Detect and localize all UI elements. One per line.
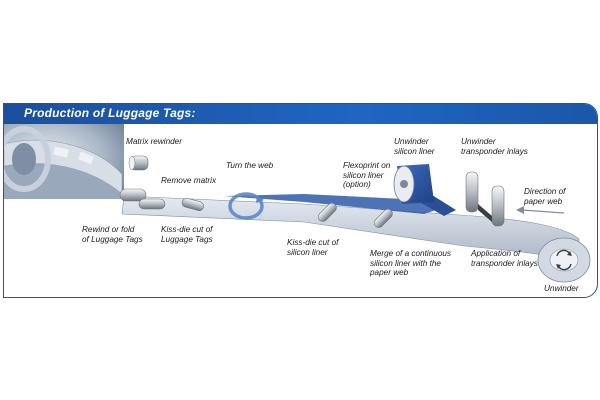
label-matrix-rewinder: Matrix rewinder <box>126 137 182 146</box>
left-arrow-icon <box>516 206 565 214</box>
luggage-tag-production-diagram: Production of Luggage Tags: <box>3 103 598 298</box>
label-kiss-die-cut-luggage-tags: Kiss-die cut of Luggage Tags <box>161 225 213 244</box>
luggage-tag-roll-photo <box>4 124 124 199</box>
label-unwinder-transponder-inlays: Unwinder transponder inlays <box>461 137 528 156</box>
label-turn-the-web: Turn the web <box>226 161 274 170</box>
label-rewind-or-fold: Rewind or fold of Luggage Tags <box>82 225 143 244</box>
label-remove-matrix: Remove matrix <box>161 176 217 185</box>
label-flexoprint: Flexoprint on silicon liner (option) <box>343 161 391 190</box>
diagram-title: Production of Luggage Tags: <box>24 106 196 120</box>
label-kiss-die-cut-silicon-liner: Kiss-die cut of silicon liner <box>287 238 339 257</box>
transponder-inlay-unwinder-roll <box>465 171 505 227</box>
silicon-liner-unwinder-roll <box>393 164 434 204</box>
web-rollers <box>119 188 393 228</box>
turn-web-arrow-icon <box>228 192 264 220</box>
label-unwinder: Unwinder <box>544 284 579 293</box>
matrix-rewinder-roll <box>128 155 149 171</box>
circular-arrows-icon <box>556 249 572 271</box>
label-direction-of-paper-web: Direction of paper web <box>524 187 566 206</box>
machine-illustration <box>4 124 591 283</box>
label-unwinder-silicon-liner: Unwinder silicon liner <box>394 137 435 156</box>
title-bar: Production of Luggage Tags: <box>4 104 597 124</box>
label-merge-of-liner: Merge of a continuous silicon liner with… <box>370 249 452 278</box>
label-application-of-transponder-inlays: Application of transponder inlays <box>471 249 538 268</box>
